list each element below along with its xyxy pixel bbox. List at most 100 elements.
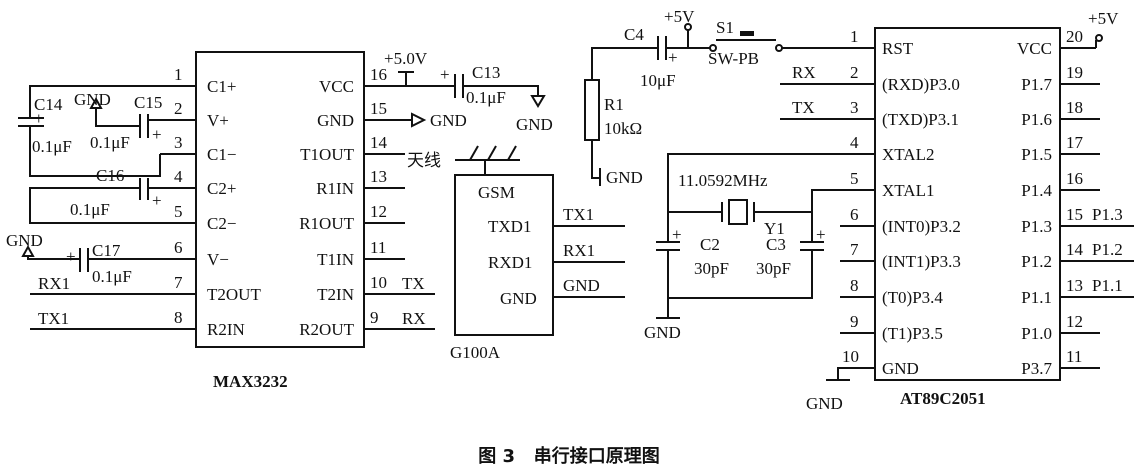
gsm-pin-label: TXD1 [488, 217, 531, 236]
mcu-pin-num: 1 [850, 27, 859, 46]
max3232-pin-num: 10 [370, 273, 387, 292]
c13-plus: + [440, 65, 450, 84]
c17-value: 0.1μF [92, 267, 132, 286]
gsm-name: G100A [450, 343, 501, 362]
mcu-pin-num: 2 [850, 63, 859, 82]
figure-caption: 图 3 串行接口原理图 [478, 445, 660, 467]
mcu-pin-num: 7 [850, 240, 859, 259]
s1-type: SW-PB [708, 49, 759, 68]
max3232-name: MAX3232 [213, 372, 288, 391]
max3232-body [195, 51, 365, 348]
vcc-5v-label: +5V [1088, 9, 1119, 28]
max3232-pin-label: VCC [319, 77, 354, 96]
c13-value: 0.1μF [466, 88, 506, 107]
gsm-pin-label: GND [500, 289, 537, 308]
mcu-name: AT89C2051 [900, 389, 986, 408]
c16-name: C16 [96, 166, 124, 185]
reset-circuit: C4 + 10μF +5V S1 SW-PB R1 10kΩ GND [584, 7, 875, 187]
mcu-pin-num: 17 [1066, 133, 1084, 152]
net-label-tx: TX [792, 98, 815, 117]
mcu-pin-label: (T1)P3.5 [882, 324, 943, 343]
gsm-title: GSM [478, 183, 515, 202]
crystal-freq: 11.0592MHz [678, 171, 768, 190]
c14-plus: + [34, 109, 44, 128]
max3232-pin-num: 7 [174, 273, 183, 292]
gsm-net: TX1 [563, 205, 594, 224]
gsm-net: RX1 [563, 241, 595, 260]
gsm-body [454, 174, 554, 336]
max3232-pin-num: 3 [174, 133, 183, 152]
c2-value: 30pF [694, 259, 729, 278]
max3232-pin-num: 5 [174, 202, 183, 221]
mcu-pin-num: 8 [850, 276, 859, 295]
mcu-pin-label: GND [882, 359, 919, 378]
mcu-pin-label: P1.7 [1021, 75, 1052, 94]
r1-value: 10kΩ [604, 119, 642, 138]
mcu-pin-num: 12 [1066, 312, 1083, 331]
max3232-pin-num: 13 [370, 167, 387, 186]
gnd-label: GND [644, 323, 681, 342]
max3232-pin-label: R2OUT [299, 320, 354, 339]
max3232-pin-num: 14 [370, 133, 388, 152]
mcu-pin-num: 20 [1066, 27, 1083, 46]
c15-plus: + [152, 125, 162, 144]
mcu-pin-label: (TXD)P3.1 [882, 110, 959, 129]
r1-name: R1 [604, 95, 624, 114]
max3232-pin-num: 12 [370, 202, 387, 221]
mcu-pin-label: P1.4 [1021, 181, 1052, 200]
c2-plus: + [672, 225, 682, 244]
max3232-pin-label: GND [317, 111, 354, 130]
gnd-label: GND [430, 111, 467, 130]
mcu-pin-num: 5 [850, 169, 859, 188]
vcc-5v-label: +5V [664, 7, 695, 26]
max3232-pin-num: 6 [174, 238, 183, 257]
net-label-tx1: TX1 [38, 309, 69, 328]
c2-name: C2 [700, 235, 720, 254]
s1-name: S1 [716, 18, 734, 37]
max3232-pin-label: R1IN [316, 179, 354, 198]
net-label-rx1: RX1 [38, 274, 70, 293]
mcu-chip: AT89C2051 GND 1 2 3 4 5 6 7 8 9 10 RST (… [780, 9, 1134, 413]
max3232-pin-label: C2+ [207, 179, 236, 198]
c14-value: 0.1μF [32, 137, 72, 156]
c15-value: 0.1μF [90, 133, 130, 152]
mcu-pin-num: 6 [850, 205, 859, 224]
c16-plus: + [152, 191, 162, 210]
max3232-pin-num: 8 [174, 308, 183, 327]
capacitor-c16: C16 0.1μF + [29, 166, 162, 224]
c3-plus: + [816, 225, 826, 244]
max3232-pin-num: 9 [370, 308, 379, 327]
max3232-pin-label: T2OUT [207, 285, 261, 304]
max3232-pin-num: 4 [174, 167, 183, 186]
gsm-module: GSM TXD1 RXD1 GND TX1 RX1 GND G100A [450, 174, 625, 362]
max3232-pin-label: R2IN [207, 320, 245, 339]
mcu-pin-label: P1.2 [1021, 252, 1052, 271]
net-label-rx: RX [402, 309, 426, 328]
mcu-pin-label: P1.5 [1021, 145, 1052, 164]
c17-name: C17 [92, 241, 121, 260]
capacitor-c14: C14 0.1μF + [18, 85, 161, 177]
mcu-pin-label: P1.6 [1021, 110, 1052, 129]
c3-value: 30pF [756, 259, 791, 278]
max3232-pin-label: V− [207, 250, 229, 269]
mcu-pin-label: (INT1)P3.3 [882, 252, 961, 271]
mcu-pin-num: 16 [1066, 169, 1083, 188]
mcu-pin-label: VCC [1017, 39, 1052, 58]
c14-name: C14 [34, 95, 63, 114]
max3232-pin-label: T2IN [317, 285, 354, 304]
gnd-pin15: GND [405, 111, 467, 130]
mcu-pin-num: 10 [842, 347, 859, 366]
max3232-pin-num: 15 [370, 99, 387, 118]
vcc-5v0-label: +5.0V [384, 49, 428, 68]
capacitor-c17: GND C17 0.1μF + [6, 231, 132, 286]
net-label-tx: TX [402, 274, 425, 293]
gnd-label: GND [806, 394, 843, 413]
max3232-pin-label: C1− [207, 145, 236, 164]
c4-plus: + [668, 48, 678, 67]
max3232-pin-label: C1+ [207, 77, 236, 96]
c15-name: C15 [134, 93, 162, 112]
mcu-pin-label: P1.3 [1021, 217, 1052, 236]
c17-plus: + [66, 247, 76, 266]
antenna-label: 天线 [407, 151, 441, 170]
